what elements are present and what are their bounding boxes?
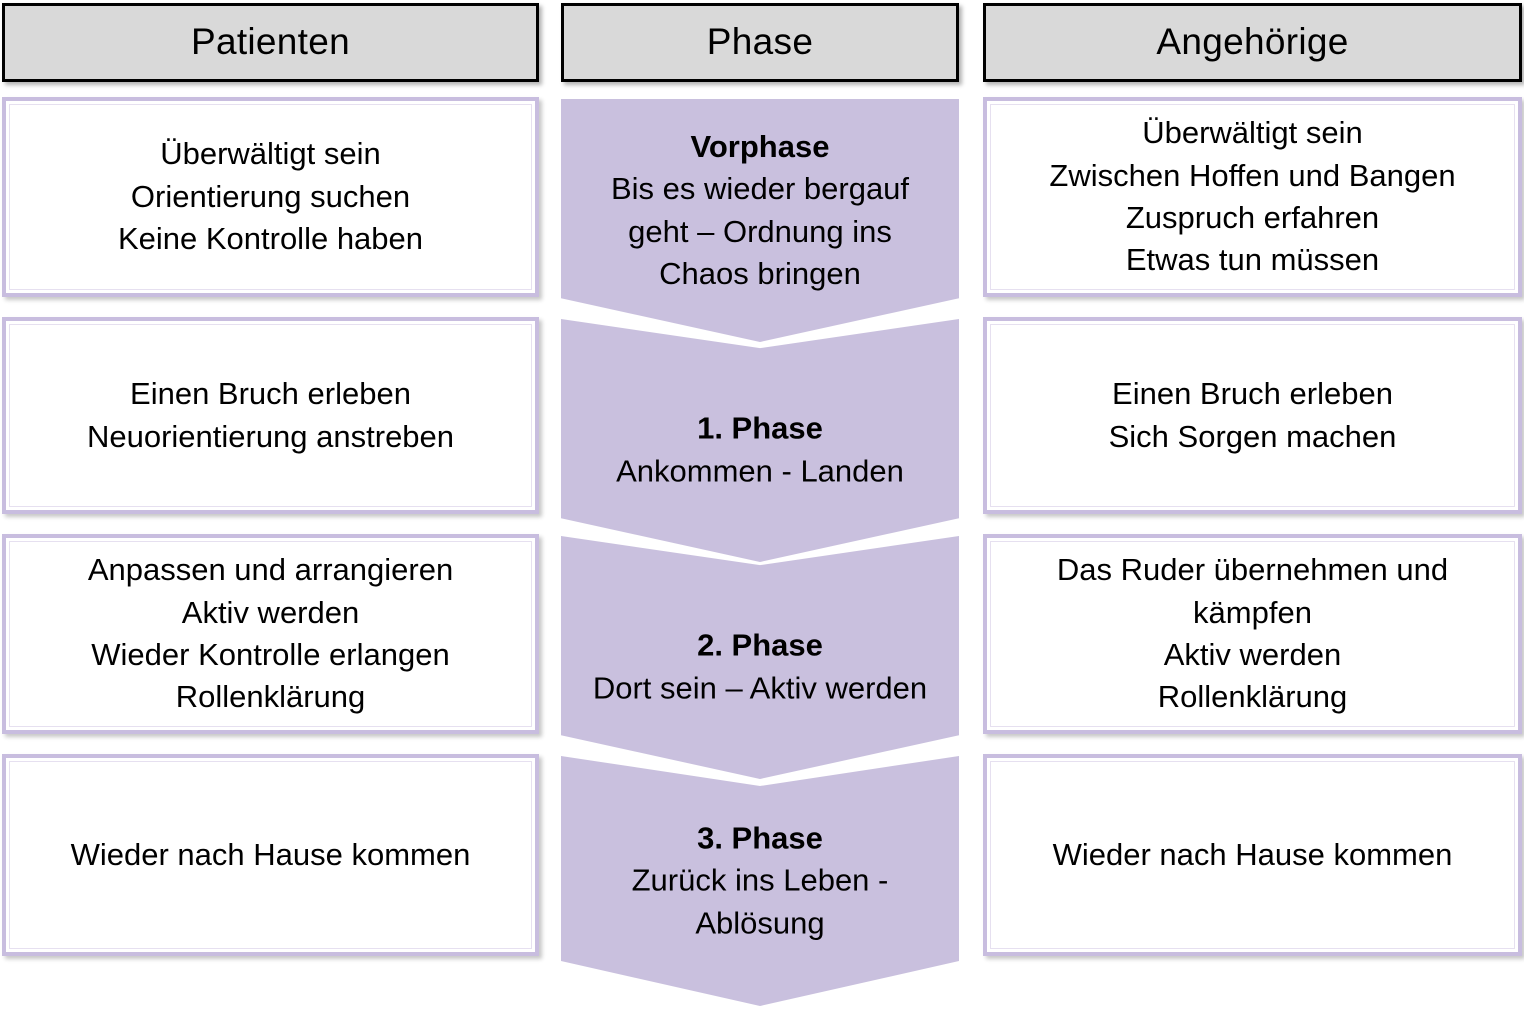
phase-chevron-row2: 1. Phase Ankommen - Landen: [561, 319, 959, 562]
phase-chevron-row4-title: 3. Phase: [697, 820, 823, 856]
relatives-cell-row4-text: Wieder nach Hause kommen: [1052, 836, 1453, 872]
phase-chevron-row1-title: Vorphase: [690, 128, 830, 164]
column-header-phase: Phase: [561, 3, 959, 82]
phase-chevron-row1-subtitle: Bis es wieder bergauf geht – Ordnung ins…: [610, 171, 910, 292]
relatives-cell-row1-text: Überwältigt sein Zwischen Hoffen und Ban…: [1049, 115, 1456, 278]
patients-cell-row4: Wieder nach Hause kommen: [2, 754, 539, 956]
patients-cell-row1: Überwältigt sein Orientierung suchen Kei…: [2, 97, 539, 297]
phase-chevron-row2-title: 1. Phase: [697, 410, 823, 446]
phase-chevron-row2-subtitle: Ankommen - Landen: [616, 453, 904, 489]
column-relatives: Angehörige Überwältigt sein Zwischen Hof…: [983, 0, 1522, 1009]
phase-chevron-row1: Vorphase Bis es wieder bergauf geht – Or…: [561, 99, 959, 342]
column-header-patients-label: Patienten: [190, 21, 351, 63]
phase-chevron-row3-subtitle: Dort sein – Aktiv werden: [592, 670, 928, 706]
phase-chevron-row3-title: 2. Phase: [697, 627, 823, 663]
patients-cell-row2: Einen Bruch erleben Neuorientierung anst…: [2, 317, 539, 514]
patients-cell-row1-text: Überwältigt sein Orientierung suchen Kei…: [117, 136, 424, 257]
patients-cell-row4-text: Wieder nach Hause kommen: [70, 836, 471, 872]
column-patients: Patienten Überwältigt sein Orientierung …: [2, 0, 539, 1009]
phase-chevron-row3-text: 2. Phase Dort sein – Aktiv werden: [569, 625, 951, 710]
relatives-cell-row3-text: Das Ruder übernehmen und kämpfen Aktiv w…: [1056, 552, 1449, 715]
patients-cell-row2-text: Einen Bruch erleben Neuorientierung anst…: [86, 376, 455, 454]
column-phase: Phase Vorphase Bis es wieder bergauf geh…: [561, 0, 959, 1009]
column-header-phase-label: Phase: [706, 21, 814, 63]
relatives-cell-row2: Einen Bruch erleben Sich Sorgen machen: [983, 317, 1522, 514]
patients-cell-row3: Anpassen und arrangieren Aktiv werden Wi…: [2, 534, 539, 734]
relatives-cell-row3: Das Ruder übernehmen und kämpfen Aktiv w…: [983, 534, 1522, 734]
phase-chevron-row2-text: 1. Phase Ankommen - Landen: [569, 408, 951, 493]
phase-chevron-row1-text: Vorphase Bis es wieder bergauf geht – Or…: [569, 126, 951, 296]
relatives-cell-row2-text: Einen Bruch erleben Sich Sorgen machen: [1108, 376, 1397, 454]
phase-chevron-row4-subtitle: Zurück ins Leben - Ablösung: [631, 862, 889, 941]
column-header-relatives: Angehörige: [983, 3, 1522, 82]
column-header-relatives-label: Angehörige: [1156, 21, 1349, 63]
patients-cell-row3-text: Anpassen und arrangieren Aktiv werden Wi…: [87, 552, 454, 715]
phase-chevron-row4-text: 3. Phase Zurück ins Leben - Ablösung: [569, 817, 951, 944]
relatives-cell-row1: Überwältigt sein Zwischen Hoffen und Ban…: [983, 97, 1522, 297]
column-header-patients: Patienten: [2, 3, 539, 82]
phase-chevron-row3: 2. Phase Dort sein – Aktiv werden: [561, 536, 959, 779]
relatives-cell-row4: Wieder nach Hause kommen: [983, 754, 1522, 956]
phase-chevron-row4: 3. Phase Zurück ins Leben - Ablösung: [561, 756, 959, 1006]
